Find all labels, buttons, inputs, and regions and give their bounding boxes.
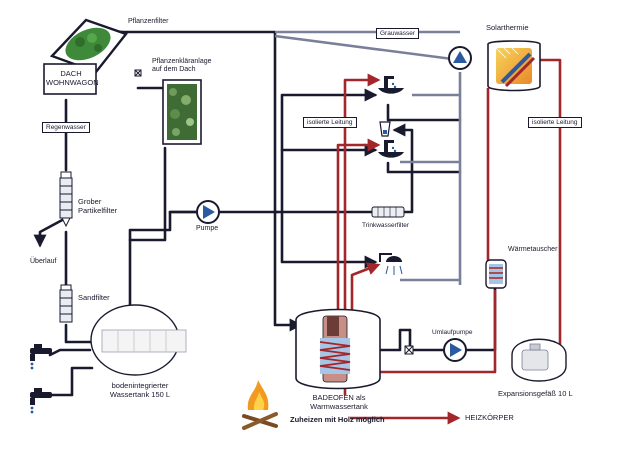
pflanzenklaeranlage-label: Pflanzenkläranlage auf dem Dach [152,58,212,74]
dach-box [43,63,97,95]
solar-collector-icon [487,40,541,92]
wohnwagon-line: WOHNWAGON [46,77,99,87]
regenwasser-label: Regenwasser [42,122,90,133]
pump-icon [196,200,220,224]
dach-line: DACH [60,69,82,78]
expansion-vessel-icon [511,338,567,382]
valve-icon [134,69,414,355]
shower-icon [379,253,403,275]
sandfilter-label: Sandfilter [78,293,110,302]
isolierte-leitung-left-label: isolierte Leitung [303,117,357,128]
roof-garden-image [162,79,202,145]
grauwasser-label: Grauwasser [376,28,420,39]
heat-exchanger-icon [485,259,507,289]
grober-partikelfilter-label: Grober Partikelfilter [78,197,118,215]
partikelfilter-line: Partikelfilter [78,205,118,215]
isolierte-leitung-right-label: isolierte Leitung [528,117,582,128]
wassertank-line2: Wassertank 150 L [109,389,171,399]
sink-icon [378,76,404,158]
badeofen-label: BADEOFEN als Warmwassertank [296,393,382,411]
heizkoerper-label: HEIZKÖRPER [465,413,514,422]
pflanzenklaeranlage-line1: Pflanzenkläranlage [152,58,212,65]
badeofen-line2: Warmwassertank [310,401,368,411]
solarthermie-label: Solarthermie [486,23,529,32]
wassertank-label: bodenintegrierter Wassertank 150 L [100,381,180,399]
dach-wohnwagon-label: DACH WOHNWAGON [46,69,99,87]
particle-filter-icon [59,171,73,228]
umlaufpumpe-label: Umlaufpumpe [432,329,473,336]
bath-stove-icon [295,308,381,390]
expansionsgefaess-label: Expansionsgefäß 10 L [498,389,573,398]
fire-icon [242,380,278,430]
hot-water-line [343,73,381,395]
pflanzenfilter-label: Pflanzenfilter [128,18,169,25]
badeofen-line1: BADEOFEN als [312,393,366,402]
grober-line: Grober [78,197,102,206]
ueberlauf-label: Überlauf [30,258,57,265]
overflow-pipe [33,216,68,248]
water-filter-icon [371,206,405,218]
pflanzenklaeranlage-line2: auf dem Dach [152,66,196,74]
grey-water-pump-icon [448,46,472,70]
circulation-pump-icon [443,338,467,362]
waermetauscher-label: Wärmetauscher [508,246,558,253]
sand-filter-icon [59,284,73,323]
tap-icon [30,344,52,405]
water-tank-icon [90,304,187,376]
grauwasser-pipe [274,34,461,62]
pumpe-label: Pumpe [196,225,219,232]
glass-icon [379,121,391,137]
zuheizen-label: Zuheizen mit Holz möglich [290,415,385,424]
wassertank-line1: bodenintegrierter [111,381,169,390]
trinkwasserfilter-label: Trinkwasserfilter [362,222,410,229]
